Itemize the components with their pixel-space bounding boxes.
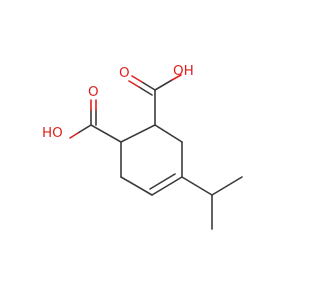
carboxyl-top-bond-o-2-o [128, 80, 140, 88]
isopropyl-group [181, 176, 243, 230]
ring-bond-c6-c1 [120, 124, 156, 143]
carboxyl-left-ho-label: HO [42, 125, 63, 141]
ring-bond-c3-c4-double [149, 173, 176, 190]
carboxyl-top-bond-o-2 [138, 86, 153, 96]
carboxyl-left: O HO [42, 84, 122, 143]
carboxyl-top: OH O [119, 63, 194, 126]
ring-bond-c3-c4 [151, 176, 183, 196]
isopropyl-bond-methyl-1 [211, 176, 243, 196]
isopropyl-bond-ring [181, 176, 213, 196]
carboxyl-top-bond-oh [154, 79, 173, 91]
carboxyl-left-bond-ring [90, 124, 122, 143]
ring [120, 124, 183, 196]
carboxyl-top-bond-o-1-o [131, 75, 143, 83]
ring-bond-c1-c2 [154, 124, 183, 143]
carboxyl-top-oh-label: OH [173, 63, 194, 79]
ring-bond-c4-c5 [120, 176, 153, 196]
carboxyl-top-bond-oh-o [171, 74, 182, 81]
carboxyl-left-bond-oh-o [69, 132, 79, 139]
molecule-diagram: OH O O HO [42, 63, 243, 230]
carboxyl-left-bond-oh [77, 124, 92, 134]
carboxyl-top-bond-o-1 [141, 81, 156, 91]
carboxyl-left-o-label: O [88, 84, 99, 100]
carboxyl-top-o-label: O [119, 65, 130, 81]
